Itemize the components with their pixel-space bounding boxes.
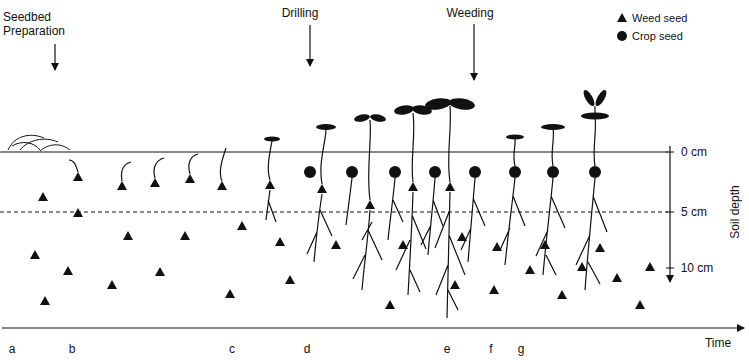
time-point: a [9, 342, 16, 356]
depth-label: 5 cm [681, 205, 707, 219]
depth-line [0, 212, 668, 213]
soil-clods [8, 135, 70, 151]
time-point: e [444, 342, 451, 356]
time-point: c [229, 342, 235, 356]
legend-text: Crop seed [632, 30, 683, 43]
event-arrow [473, 24, 474, 80]
event-label: Weeding [446, 6, 493, 20]
time-point: f [489, 342, 492, 356]
time-axis [2, 327, 744, 328]
crop-leaves [506, 88, 609, 139]
axis-title: Time [705, 336, 731, 350]
weed-seeds [30, 172, 655, 309]
time-point: d [304, 342, 311, 356]
legend-text: Weed seed [632, 12, 687, 25]
event-label: Drilling [282, 6, 319, 20]
crop-seeds [304, 166, 601, 178]
event-arrow [54, 44, 55, 70]
event-arrow [309, 25, 310, 66]
weed-leaves [264, 97, 476, 142]
depth-label: 10 cm [681, 261, 714, 275]
soil-surface [0, 151, 668, 152]
legend-swatch [616, 12, 628, 24]
depth-label: 0 cm [681, 145, 707, 159]
time-point: g [518, 342, 525, 356]
weed-seedlings [69, 106, 465, 318]
crop-seedlings [346, 106, 607, 290]
depth-axis [669, 146, 670, 282]
time-point: b [69, 342, 76, 356]
event-label: Seedbed Preparation [3, 10, 83, 38]
axis-title: Soil depth [728, 185, 742, 238]
legend-swatch [616, 30, 628, 42]
depth-ticks [666, 152, 674, 268]
